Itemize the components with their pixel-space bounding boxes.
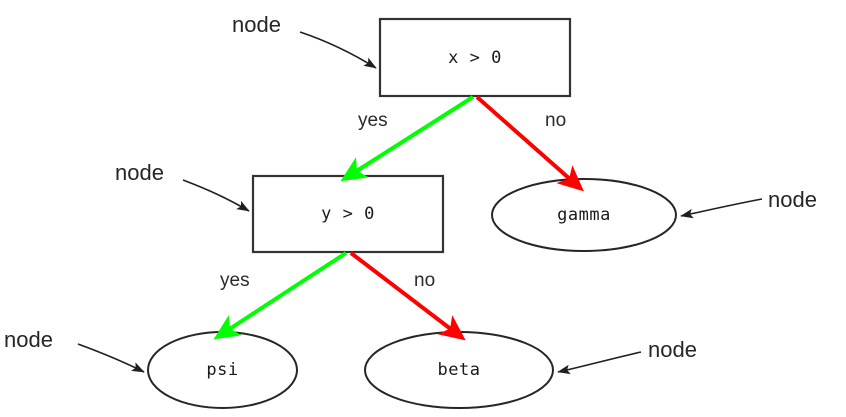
edge-inner-yes xyxy=(213,251,348,340)
annot-arrow-inner xyxy=(182,179,250,212)
node-shape-inner xyxy=(251,174,445,254)
edge-label-root-no: no xyxy=(545,110,567,131)
node-label-gamma: gamma xyxy=(557,205,611,225)
node-shape-root xyxy=(378,17,572,98)
node-label-psi: psi xyxy=(206,360,239,380)
annot-arrow-root xyxy=(299,31,377,69)
annot-arrow-beta xyxy=(557,351,642,375)
node-label-inner: y > 0 xyxy=(321,204,375,224)
annot-arrow-psi xyxy=(77,343,145,373)
edge-inner-no xyxy=(349,251,466,341)
annotation-label-inner: node xyxy=(115,160,164,185)
node-label-root: x > 0 xyxy=(448,48,502,68)
annotation-label-gamma: node xyxy=(768,187,817,212)
annotation-label-root: node xyxy=(232,12,281,37)
edge-root-yes xyxy=(340,95,475,182)
annotation-label-beta: node xyxy=(648,337,697,362)
annotation-label-psi: node xyxy=(4,327,53,352)
node-shape-gamma xyxy=(491,178,677,252)
edge-label-inner-yes: yes xyxy=(220,270,250,291)
node-label-beta: beta xyxy=(437,360,481,380)
annot-arrow-gamma xyxy=(680,198,763,219)
edge-label-inner-no: no xyxy=(414,270,436,291)
edge-root-no xyxy=(475,95,584,192)
edge-label-root-yes: yes xyxy=(358,110,388,131)
